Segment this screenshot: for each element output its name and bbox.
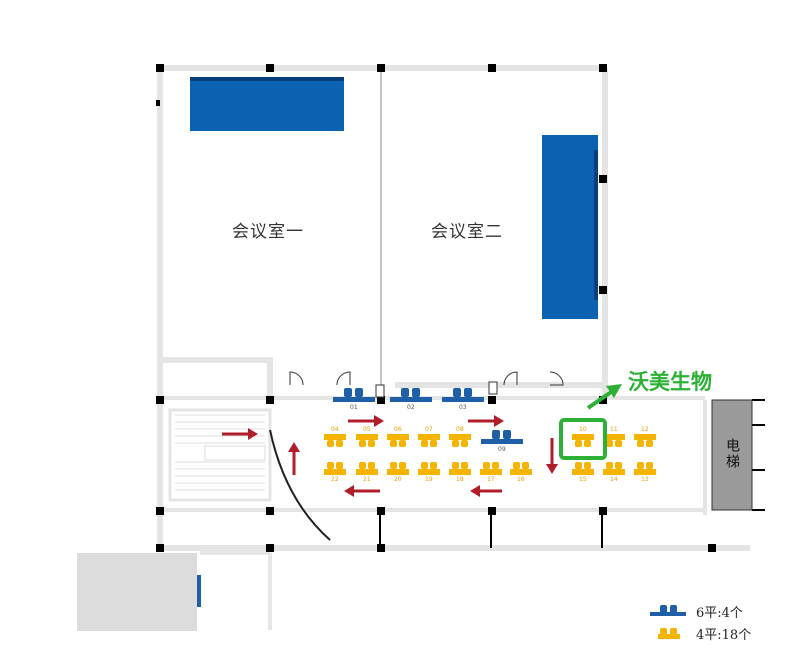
booth-number: 07 — [425, 426, 433, 433]
booth-4-22 — [324, 462, 346, 475]
legend-six-label: 6平:4个 — [696, 606, 743, 621]
booth-6-01 — [333, 388, 375, 402]
booth-4-06 — [387, 434, 409, 447]
legend-four-label: 4平:18个 — [696, 628, 752, 643]
booth-number: 15 — [579, 476, 587, 483]
service-area — [77, 553, 197, 631]
display-panel-room2 — [542, 135, 598, 319]
booth-6-09 — [481, 430, 523, 444]
arrow-left-2 — [344, 485, 380, 497]
booth-number: 04 — [331, 426, 339, 433]
highlight-box — [559, 418, 607, 460]
walls — [157, 65, 750, 551]
booth-4-20 — [387, 462, 409, 475]
arrow-down — [546, 438, 558, 474]
doors — [289, 371, 564, 398]
booth-4-10 — [572, 434, 594, 447]
booth-4-08 — [449, 434, 471, 447]
brand-pointer-arrow — [586, 384, 622, 410]
stairs — [175, 414, 266, 491]
booth-number: 17 — [487, 476, 495, 483]
booth-number: 06 — [394, 426, 402, 433]
booth-number: 12 — [641, 426, 649, 433]
booth-4-18 — [449, 462, 471, 475]
booth-number: 03 — [459, 404, 467, 411]
booth-number: 16 — [517, 476, 525, 483]
booth-number: 05 — [363, 426, 371, 433]
booth-number: 09 — [498, 446, 506, 453]
booth-6-02 — [390, 388, 432, 402]
meeting-room-1-label: 会议室一 — [232, 222, 304, 242]
arrow-left-1 — [470, 485, 502, 497]
six-sqm-booths — [333, 388, 523, 444]
meeting1-south-wall — [160, 357, 273, 398]
booth-4-12 — [634, 434, 656, 447]
booth-number: 02 — [407, 404, 415, 411]
legend-six-icon — [650, 605, 686, 616]
booth-6-03 — [442, 388, 484, 402]
booth-4-19 — [418, 462, 440, 475]
booth-4-16 — [510, 462, 532, 475]
booth-number: 14 — [610, 476, 618, 483]
stairwell — [168, 408, 272, 502]
booth-4-11 — [603, 434, 625, 447]
booth-number: 20 — [394, 476, 402, 483]
booth-4-13 — [634, 462, 656, 475]
display-panel-room1 — [190, 77, 344, 131]
entrance-arc — [269, 429, 331, 541]
service-area-door — [197, 575, 201, 607]
meeting-room-2-label: 会议室二 — [431, 222, 503, 242]
elevator — [711, 399, 753, 511]
elevator-label: 电梯 — [724, 438, 740, 470]
booth-number: 18 — [456, 476, 464, 483]
booth-4-07 — [418, 434, 440, 447]
booth-4-04 — [324, 434, 346, 447]
arrow-right-3 — [468, 415, 504, 427]
booth-4-15 — [572, 462, 594, 475]
booth-4-21 — [356, 462, 378, 475]
arrow-up — [288, 442, 300, 475]
booth-number: 21 — [363, 476, 371, 483]
booth-4-17 — [480, 462, 502, 475]
pillars — [156, 64, 716, 552]
booth-4-05 — [356, 434, 378, 447]
four-sqm-booths — [324, 434, 656, 475]
arrow-right-1 — [222, 428, 258, 440]
flow-arrows — [222, 415, 558, 497]
booth-number: 08 — [456, 426, 464, 433]
booth-number: 01 — [350, 404, 358, 411]
arrow-right-2 — [348, 415, 384, 427]
brand-label: 沃美生物 — [628, 370, 712, 394]
booth-number: 22 — [331, 476, 339, 483]
booth-number: 11 — [610, 426, 618, 433]
booth-number: 19 — [425, 476, 433, 483]
booth-number: 13 — [641, 476, 649, 483]
booth-number: 10 — [579, 426, 587, 433]
booth-4-14 — [603, 462, 625, 475]
legend-four-icon — [658, 628, 680, 639]
